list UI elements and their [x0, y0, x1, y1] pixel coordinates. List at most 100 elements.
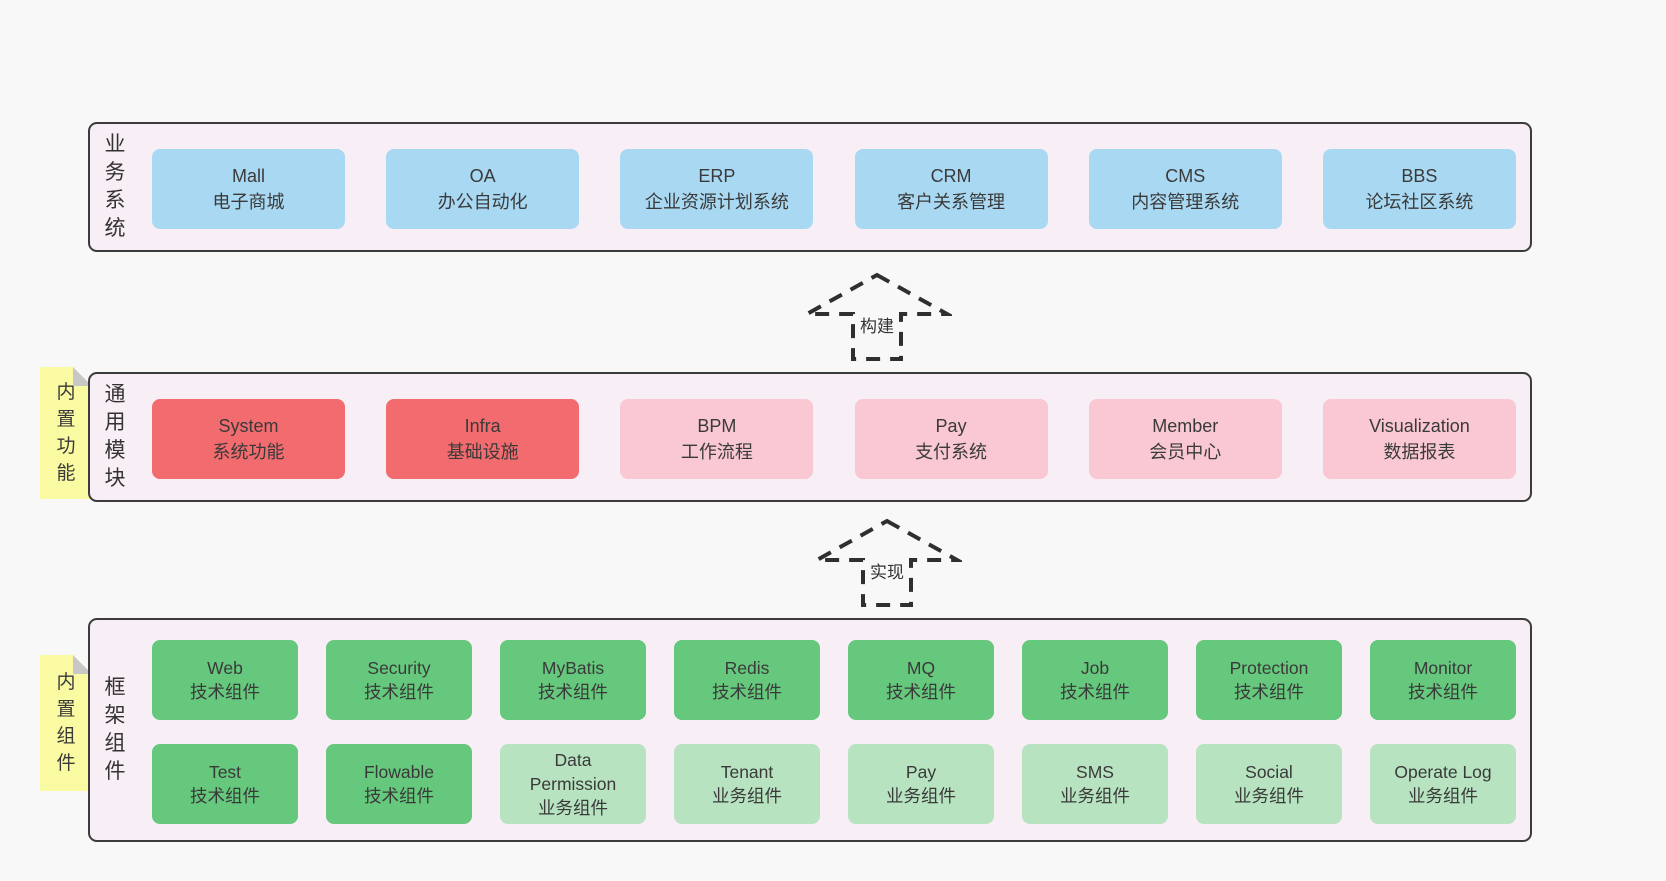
sticky-tab-label: 内置功能: [56, 382, 76, 484]
box-visualization: Visualization 数据报表: [1322, 399, 1516, 479]
box-desc: 数据报表: [1383, 442, 1456, 462]
box-desc: 内容管理系统: [1131, 192, 1240, 212]
box-name: BBS: [1401, 166, 1438, 186]
box-desc: 技术组件: [364, 786, 434, 806]
box-desc: 基础设施: [446, 442, 519, 462]
box-desc: 技术组件: [886, 682, 956, 702]
box-name: OA: [469, 166, 496, 186]
dashed-up-arrow-icon: [802, 272, 952, 361]
box-desc: 办公自动化: [437, 192, 528, 212]
box-infra: Infra 基础设施: [386, 399, 580, 479]
box-desc: 业务组件: [1408, 786, 1478, 806]
box-desc: 客户关系管理: [897, 192, 1006, 212]
box-name: Protection: [1229, 658, 1309, 678]
box-name: Pay: [905, 762, 937, 782]
box-name: Pay: [935, 416, 967, 436]
sticky-tab-label: 内置组件: [56, 672, 76, 774]
box-redis: Redis 技术组件: [674, 640, 820, 720]
box-cms: CMS 内容管理系统: [1088, 149, 1282, 229]
box-test: Test 技术组件: [152, 744, 298, 824]
box-security: Security 技术组件: [326, 640, 472, 720]
box-name: Visualization: [1369, 416, 1470, 436]
box-desc: 工作流程: [680, 442, 753, 462]
box-job: Job 技术组件: [1022, 640, 1168, 720]
box-desc: 技术组件: [1408, 682, 1478, 702]
layer-title: 通用模块: [100, 374, 130, 500]
layer-title-text: 通用模块: [104, 383, 126, 490]
box-member: Member 会员中心: [1088, 399, 1282, 479]
box-name: Operate Log: [1394, 762, 1492, 782]
layer-framework-components: 框架组件 Web 技术组件 Security 技术组件 MyBatis 技术组件…: [88, 618, 1532, 842]
layer-title-text: 业务系统: [104, 133, 126, 240]
box-name: Member: [1152, 416, 1219, 436]
box-data-permission: Data Permission 业务组件: [500, 744, 646, 824]
component-box-row-1: Web 技术组件 Security 技术组件 MyBatis 技术组件 Redi…: [152, 640, 1516, 720]
dashed-up-arrow-icon: [812, 518, 962, 607]
box-name: MQ: [906, 658, 936, 678]
box-operate-log: Operate Log 业务组件: [1370, 744, 1516, 824]
layer-business-systems: 业务系统 Mall 电子商城 OA 办公自动化 ERP 企业资源计划系统 CRM…: [88, 122, 1532, 252]
box-bbs: BBS 论坛社区系统: [1322, 149, 1516, 229]
box-desc: 会员中心: [1149, 442, 1222, 462]
layer-title: 框架组件: [100, 620, 130, 840]
box-pay-component: Pay 业务组件: [848, 744, 994, 824]
box-name: CMS: [1165, 166, 1206, 186]
arrow-label: 构建: [857, 312, 897, 337]
box-web: Web 技术组件: [152, 640, 298, 720]
box-monitor: Monitor 技术组件: [1370, 640, 1516, 720]
box-desc: 业务组件: [1060, 786, 1130, 806]
sticky-tab-built-in-features: 内置功能: [40, 367, 92, 499]
box-flowable: Flowable 技术组件: [326, 744, 472, 824]
box-desc: 论坛社区系统: [1365, 192, 1474, 212]
box-name: Tenant: [720, 762, 774, 782]
box-sms: SMS 业务组件: [1022, 744, 1168, 824]
box-desc: 技术组件: [538, 682, 608, 702]
box-name: SMS: [1076, 762, 1114, 782]
box-desc: 业务组件: [1234, 786, 1304, 806]
component-box-row-2: Test 技术组件 Flowable 技术组件 Data Permission …: [152, 744, 1516, 824]
box-desc: 支付系统: [915, 442, 988, 462]
layer-title: 业务系统: [100, 124, 130, 250]
sticky-tab-built-in-components: 内置组件: [40, 655, 92, 791]
box-mq: MQ 技术组件: [848, 640, 994, 720]
box-pay: Pay 支付系统: [854, 399, 1048, 479]
arrow-label: 实现: [867, 558, 907, 583]
box-name: Monitor: [1413, 658, 1473, 678]
box-system: System 系统功能: [152, 399, 345, 479]
box-desc: 技术组件: [1234, 682, 1304, 702]
box-desc: 业务组件: [538, 798, 608, 818]
box-name: Infra: [464, 416, 501, 436]
box-desc: 业务组件: [886, 786, 956, 806]
box-protection: Protection 技术组件: [1196, 640, 1342, 720]
box-desc: 技术组件: [190, 786, 260, 806]
box-name: ERP: [698, 166, 736, 186]
box-mybatis: MyBatis 技术组件: [500, 640, 646, 720]
box-desc: 技术组件: [190, 682, 260, 702]
module-box-row: System 系统功能 Infra 基础设施 BPM 工作流程 Pay 支付系统…: [152, 399, 1516, 479]
box-name: System: [218, 416, 279, 436]
implement-arrow: 实现: [812, 518, 962, 608]
box-bpm: BPM 工作流程: [620, 399, 814, 479]
build-arrow: 构建: [802, 272, 952, 362]
box-name: MyBatis: [541, 658, 605, 678]
box-mall: Mall 电子商城: [152, 149, 345, 229]
box-crm: CRM 客户关系管理: [854, 149, 1048, 229]
layer-common-modules: 通用模块 System 系统功能 Infra 基础设施 BPM 工作流程 Pay…: [88, 372, 1532, 502]
box-name: BPM: [697, 416, 737, 436]
box-desc: 企业资源计划系统: [644, 192, 789, 212]
box-oa: OA 办公自动化: [386, 149, 580, 229]
box-name: Job: [1080, 658, 1110, 678]
box-name: Security: [367, 658, 431, 678]
box-erp: ERP 企业资源计划系统: [620, 149, 814, 229]
box-desc: 技术组件: [1060, 682, 1130, 702]
box-name: Social: [1245, 762, 1293, 782]
box-name: CRM: [930, 166, 972, 186]
box-desc: 技术组件: [364, 682, 434, 702]
box-desc: 系统功能: [212, 442, 285, 462]
box-name: Mall: [231, 166, 265, 186]
box-name: Web: [207, 658, 243, 678]
box-name: Test: [208, 762, 242, 782]
box-social: Social 业务组件: [1196, 744, 1342, 824]
box-desc: 电子商城: [212, 192, 285, 212]
